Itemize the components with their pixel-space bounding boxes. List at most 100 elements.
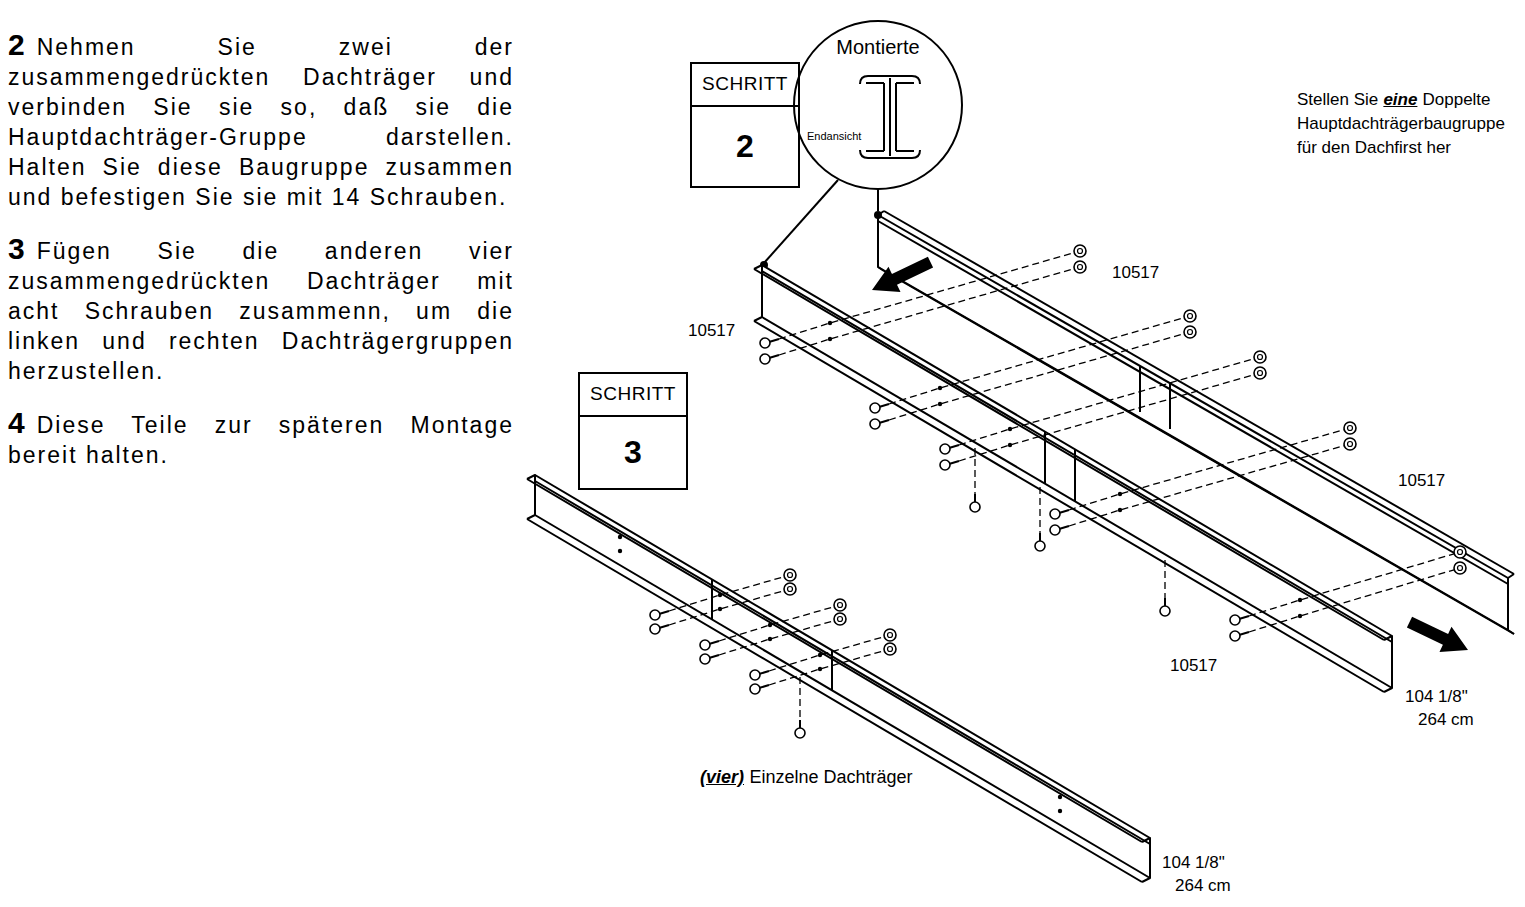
bolt-set <box>788 573 793 578</box>
end-view-circle: MontierteEndansicht <box>793 20 963 190</box>
bolt-set <box>750 670 760 680</box>
bolt-set <box>1078 265 1083 270</box>
step-word: SCHRITT <box>692 64 798 107</box>
front-roof-beam <box>1045 432 1075 501</box>
step-text: Nehmen Sie zwei der zusammengedrückten D… <box>8 34 514 210</box>
bolt-set <box>1074 261 1086 273</box>
bolt-set <box>799 720 801 728</box>
bolt-set <box>828 321 832 325</box>
bolt-set <box>779 251 1080 339</box>
bolt-set <box>1230 631 1240 641</box>
bolt-set <box>1258 355 1263 360</box>
part-number: 10517 <box>1398 471 1445 490</box>
bolt-set <box>659 611 769 688</box>
single-roof-beam <box>712 580 832 690</box>
front-roof-beam <box>762 265 1392 636</box>
single-roof-beam <box>527 475 535 519</box>
bolt-set <box>750 684 760 694</box>
part-number: 10517 <box>1170 656 1217 675</box>
leader-line <box>760 180 882 269</box>
bolt-set <box>1188 330 1193 335</box>
bolt-set <box>784 569 796 581</box>
leader-line <box>764 180 838 263</box>
bolt-set <box>888 647 893 652</box>
bolt-set <box>1184 310 1196 322</box>
dimension: 264 cm <box>1418 710 1474 729</box>
bolt-set <box>888 633 893 638</box>
bolt-set <box>938 402 942 406</box>
instruction-step: 3Fügen Sie die anderen vier zusammengedr… <box>8 234 514 386</box>
bolt-set <box>1344 422 1356 434</box>
single-roof-beam <box>1058 795 1062 799</box>
bolt-set <box>1008 427 1012 431</box>
bolt-set <box>834 599 846 611</box>
bolt-set <box>784 583 796 595</box>
bolt-set <box>1254 351 1266 363</box>
bolt-set <box>1254 367 1266 379</box>
step-number: 2 <box>692 107 798 186</box>
bolt-set <box>1008 443 1012 447</box>
bolt-set <box>760 338 770 348</box>
bolt-set <box>769 339 1249 635</box>
bolt-set <box>1458 566 1463 571</box>
bolt-set <box>779 267 1080 355</box>
bolt-set <box>940 460 950 470</box>
bolt-set <box>799 677 800 720</box>
instruction-column: 2Nehmen Sie zwei der zusammengedrückten … <box>8 30 514 470</box>
back-roof-beam <box>878 211 884 271</box>
single-roof-beam <box>535 475 1150 838</box>
view-note: Endansicht <box>807 130 861 142</box>
bolt-set <box>1230 615 1240 625</box>
bolt-set <box>788 587 793 592</box>
bolt-set <box>760 245 1466 641</box>
instruction-step: 2Nehmen Sie zwei der zusammengedrückten … <box>8 30 514 212</box>
bolt-set <box>1050 525 1060 535</box>
single-roof-beam <box>618 535 622 539</box>
bolt-set <box>938 386 942 390</box>
single-roof-beam <box>535 515 1150 878</box>
single-roof-beam <box>1142 838 1150 882</box>
bolt-set <box>959 357 1260 445</box>
bolt-set <box>769 649 890 685</box>
front-roof-beam <box>754 269 1384 640</box>
dimension: 104 1/8" <box>1405 687 1468 706</box>
direction-arrow <box>872 257 1468 652</box>
note-text: Stellen Sie <box>1297 90 1378 109</box>
length-dimension: 104 1/8" <box>1162 852 1225 874</box>
bolt-set <box>1249 552 1460 616</box>
bolt-set <box>818 667 822 671</box>
bolt-set <box>650 610 660 620</box>
bolt-set <box>940 444 950 454</box>
bolt-set <box>1454 562 1466 574</box>
bolt-set <box>1348 426 1353 431</box>
i-beam-end-view <box>860 76 920 158</box>
direction-arrow <box>872 257 933 292</box>
bolt-set <box>768 637 772 641</box>
front-roof-beam <box>754 265 1392 692</box>
bolt-set <box>700 654 710 664</box>
bolt-set <box>719 605 840 641</box>
bolt-set <box>1078 249 1083 254</box>
direction-arrow <box>1407 617 1468 652</box>
back-roof-beam <box>884 211 1514 574</box>
step-number: 4 <box>8 406 25 439</box>
part-number: 10517 <box>1398 470 1445 492</box>
bolt-set <box>838 617 843 622</box>
bolt-set <box>1454 546 1466 558</box>
front-roof-beam <box>754 265 1392 692</box>
bolt-set <box>975 448 1165 598</box>
back-roof-beam <box>1508 574 1514 634</box>
step-text: Fügen Sie die anderen vier zusammengedrü… <box>8 238 514 384</box>
i-beam-end-view <box>884 78 896 156</box>
bolt-set <box>1298 614 1302 618</box>
length-dimension: 104 1/8" <box>1405 686 1468 708</box>
i-beam-end-view <box>860 150 920 158</box>
bolt-set <box>1184 326 1196 338</box>
note-text: Einzelne Dachträger <box>749 767 912 787</box>
bolt-set <box>1069 428 1350 510</box>
bolt-set <box>769 635 890 671</box>
bolt-set <box>650 624 660 634</box>
bolt-set <box>838 603 843 608</box>
step-number: 3 <box>8 232 25 265</box>
length-dimension: 264 cm <box>1418 709 1474 731</box>
